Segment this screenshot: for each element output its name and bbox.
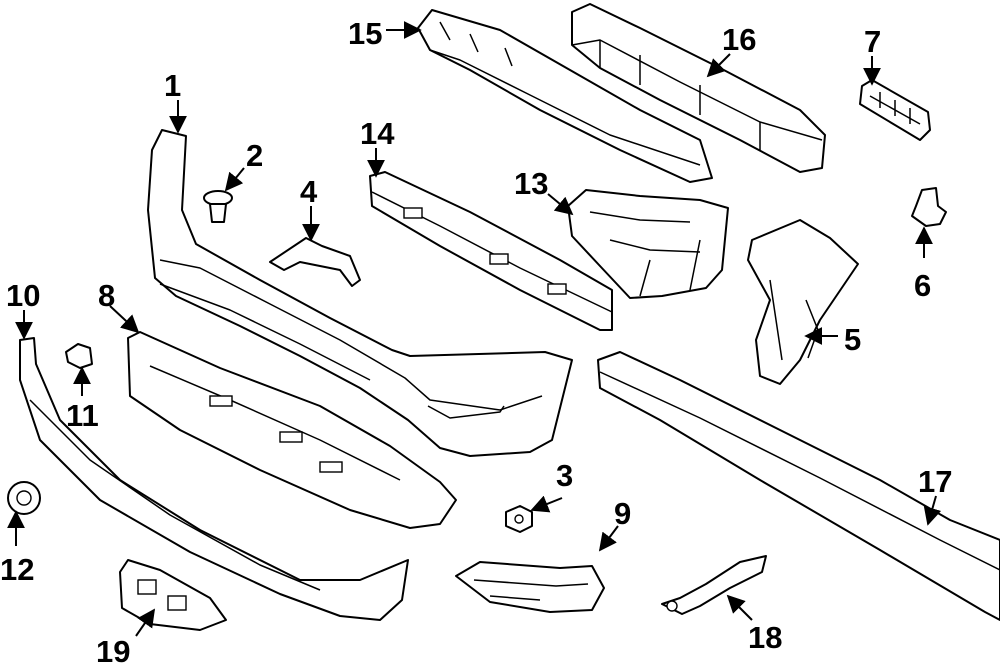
callout-1: 1 <box>164 68 181 103</box>
callout-5: 5 <box>844 322 861 357</box>
callout-11: 11 <box>66 398 99 433</box>
part-3-nut <box>505 505 533 533</box>
callout-2: 2 <box>246 138 263 173</box>
callout-12: 12 <box>0 552 34 587</box>
part-13-side-bracket <box>567 189 729 299</box>
part-4-bracket <box>269 237 361 287</box>
callout-4: 4 <box>300 174 318 209</box>
part-5-side-trim <box>747 219 859 385</box>
callout-18: 18 <box>748 620 782 655</box>
part-12-sensor <box>7 481 41 515</box>
part-11-clip <box>65 343 93 369</box>
part-18-tow-bracket <box>661 555 767 615</box>
callout-6: 6 <box>914 268 931 303</box>
part-7-bracket <box>859 79 931 141</box>
part-2-pin <box>203 190 233 223</box>
callout-15: 15 <box>348 16 382 51</box>
part-6-clip <box>911 187 947 227</box>
part-1-bumper-cover <box>147 129 573 457</box>
leader-lines <box>6 21 942 637</box>
callout-labels: 1 2 3 4 5 6 7 8 9 10 11 12 13 14 15 16 1… <box>0 16 952 664</box>
part-17-lower-bar <box>597 351 1000 621</box>
callout-13: 13 <box>514 166 548 201</box>
callout-14: 14 <box>360 116 395 151</box>
part-14-reinforcement <box>369 171 613 331</box>
part-9-bezel <box>455 561 605 613</box>
part-8-lower-grille <box>127 331 457 529</box>
part-15-energy-absorber <box>417 9 713 183</box>
part-16-upper-beam <box>571 3 826 173</box>
callout-8: 8 <box>98 278 115 313</box>
part-19-plate-bracket <box>119 559 227 631</box>
callout-17: 17 <box>918 464 952 499</box>
part-10-lower-valance <box>19 337 409 621</box>
callout-10: 10 <box>6 278 40 313</box>
callout-7: 7 <box>864 24 881 59</box>
callout-19: 19 <box>96 634 130 664</box>
callout-16: 16 <box>722 22 756 57</box>
callout-9: 9 <box>614 496 631 531</box>
callout-3: 3 <box>556 458 573 493</box>
